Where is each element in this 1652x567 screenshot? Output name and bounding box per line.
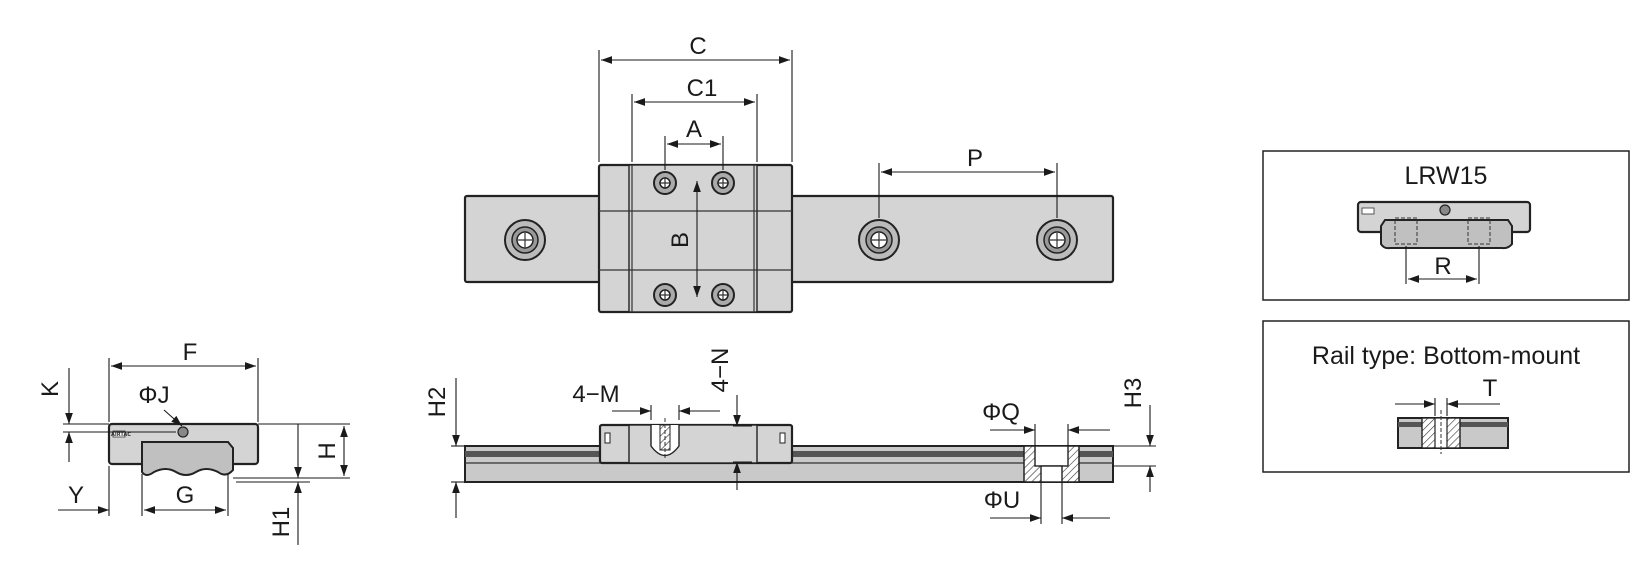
dimension-T: T [1395,375,1500,416]
carriage-side [598,423,794,465]
dimension-C: C [598,33,793,162]
dimension-J: ΦJ [138,382,183,427]
dimension-4M: 4−M [572,381,720,420]
dimension-H: H [233,423,350,479]
dimension-H1: H1 [236,424,310,545]
end-view: AIRTAC F K ΦJ Y [37,339,350,545]
carriage-hole [711,283,735,307]
carriage-hole [653,171,677,195]
dimension-A: A [664,116,724,170]
carriage-top [597,163,794,314]
dimension-P: P [878,145,1058,218]
dimension-F: F [108,339,259,422]
rail-hole [858,219,900,261]
label-4M: 4−M [572,381,619,408]
rail-hole [504,219,546,261]
carriage-hole [653,283,677,307]
dimension-H3: H3 [1113,378,1156,492]
rail-end [141,441,234,476]
label-H1: H1 [268,507,295,538]
label-T: T [1483,375,1498,402]
grease-nipple [177,426,189,438]
dimension-B: B [667,181,701,297]
label-Q: ΦQ [982,399,1020,426]
label-H3: H3 [1120,378,1147,409]
inset-lrw15-title: LRW15 [1405,162,1488,190]
label-G: G [176,482,195,509]
label-K: K [37,381,64,397]
label-H: H [314,442,341,459]
carriage-hole [711,171,735,195]
label-R: R [1434,253,1451,280]
label-C: C [689,33,706,60]
dimension-C1: C1 [631,75,758,162]
logo-mark: AIRTAC [111,432,131,438]
counterbore-section [1023,445,1080,483]
label-H2: H2 [424,387,451,418]
dimension-4N: 4−N [707,348,752,490]
label-C1: C1 [687,75,718,102]
label-F: F [183,339,198,366]
label-A: A [686,116,702,143]
label-Y: Y [68,482,84,509]
label-P: P [967,145,983,172]
side-view: H2 4−M 4−N ΦQ [424,348,1156,524]
inset-lrw15: LRW15 R [1262,150,1630,301]
label-J: ΦJ [138,382,169,409]
dimension-U: ΦU [984,482,1110,524]
top-view: C C1 A B P [463,33,1115,314]
dimension-R: R [1405,246,1480,284]
dimension-H2: H2 [424,378,465,518]
inset-rail-type: Rail type: Bottom-mount T [1262,320,1630,473]
dimension-G: G [144,474,229,516]
inset-rail-type-title: Rail type: Bottom-mount [1312,342,1580,370]
dimension-K: K [37,368,176,462]
label-U: ΦU [984,487,1020,514]
label-B: B [667,232,694,248]
dimension-Y: Y [58,466,143,516]
tapped-hole-section [650,418,680,458]
label-4N: 4−N [707,348,734,393]
dimension-Q: ΦQ [982,399,1110,446]
rail-hole [1036,219,1078,261]
